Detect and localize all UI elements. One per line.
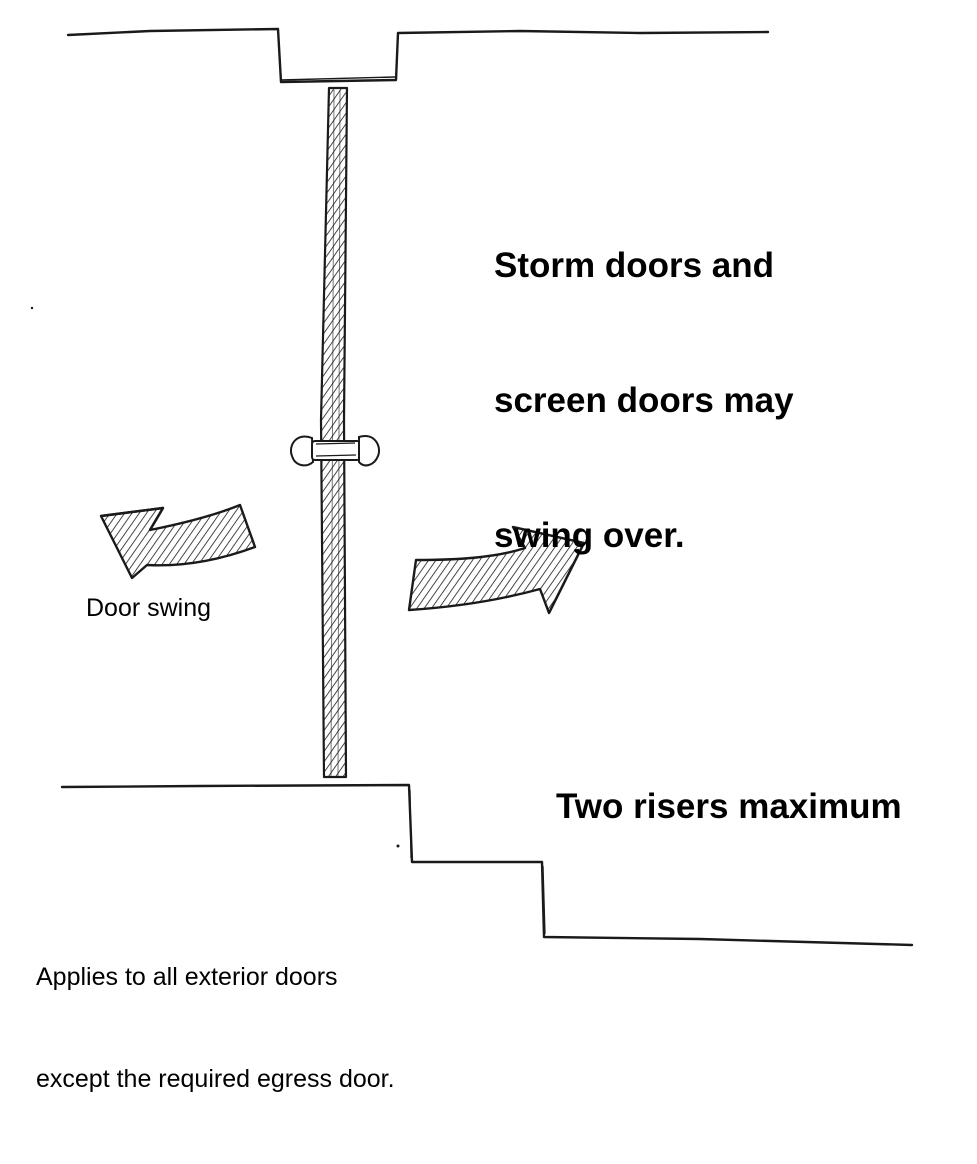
applies-note-line-1: Applies to all exterior doors xyxy=(36,963,338,991)
storm-doors-note-line-2: screen doors may xyxy=(494,381,794,420)
sketch-canvas xyxy=(30,27,914,947)
applies-note-line-2: except the required egress door. xyxy=(36,1065,395,1093)
storm-doors-note-line-1: Storm doors and xyxy=(494,246,775,285)
applies-note: Applies to all exterior doors except the… xyxy=(36,892,395,1164)
storm-doors-note-line-3: swing over. xyxy=(494,516,685,555)
door-knob-icon xyxy=(290,434,380,467)
curved-arrow-left-icon xyxy=(99,503,257,580)
storm-doors-note: Storm doors and screen doors may swing o… xyxy=(494,153,794,648)
stair-risers-line xyxy=(60,783,914,947)
door-swing-diagram: Storm doors and screen doors may swing o… xyxy=(30,27,914,1093)
curved-arrow-right-icon xyxy=(407,525,586,615)
door-swing-label: Door swing xyxy=(86,594,212,622)
door-leaf xyxy=(319,86,349,779)
risers-maximum-note: Two risers maximum xyxy=(556,787,902,826)
top-wall-line xyxy=(66,27,770,84)
